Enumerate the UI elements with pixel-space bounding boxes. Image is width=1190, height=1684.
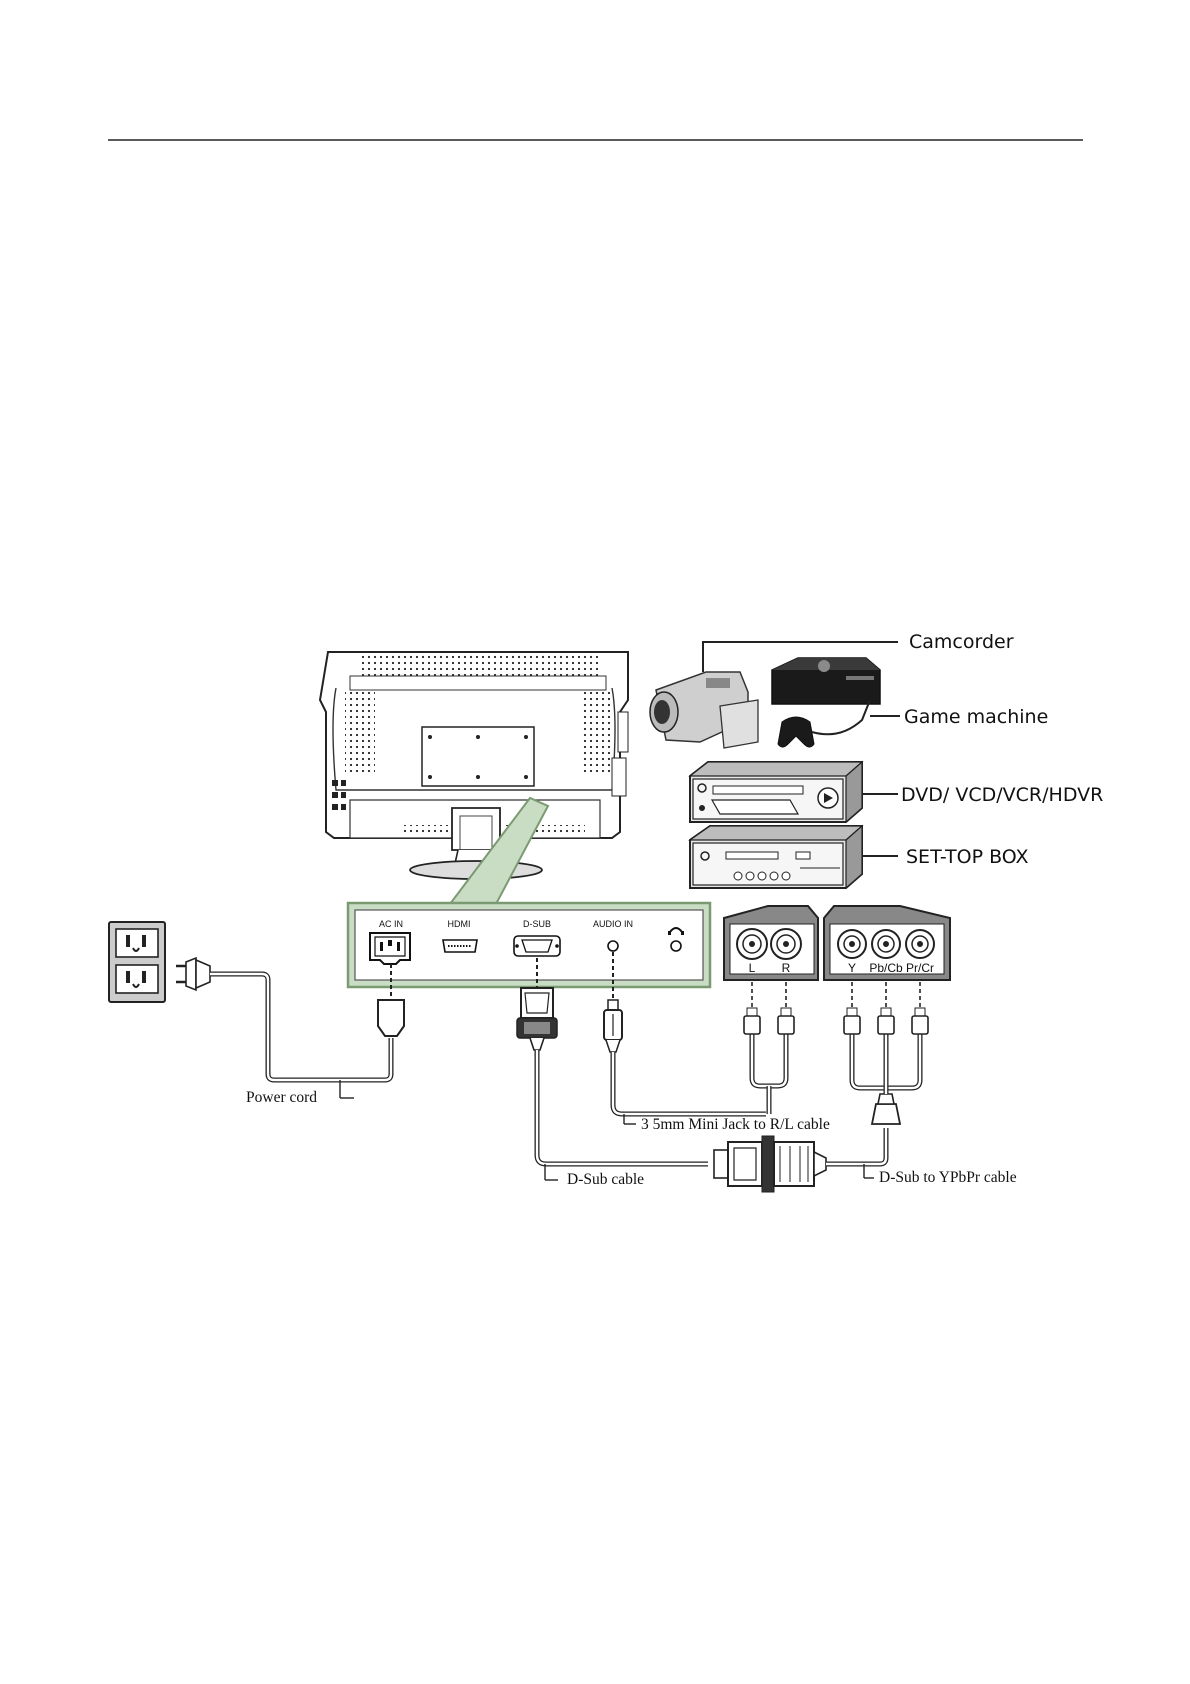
jack-label-y: Y <box>848 961 856 975</box>
jack-label-r: R <box>782 961 791 975</box>
device-label-game-machine: Game machine <box>904 706 1048 728</box>
dsub-port <box>514 936 560 956</box>
vga-junction-connector <box>714 1136 826 1192</box>
settop-box-icon <box>690 826 862 888</box>
game-machine-icon <box>772 658 880 747</box>
port-label-audio-in: AUDIO IN <box>593 919 633 929</box>
cable-label-dsub: D-Sub cable <box>567 1171 644 1188</box>
audio-in-jack <box>608 941 618 951</box>
port-panel: AC IN HDMI D-SUB AUDIO IN <box>348 903 710 987</box>
hdmi-port <box>443 940 477 952</box>
cable-label-minijack: 3 5mm Mini Jack to R/L cable <box>641 1116 830 1133</box>
ac-in-socket <box>370 933 410 964</box>
port-label-hdmi: HDMI <box>448 919 471 929</box>
port-label-dsub: D-SUB <box>523 919 551 929</box>
headphone-jack <box>671 941 681 951</box>
wall-outlet-icon <box>109 922 165 1002</box>
power-plug-icon <box>176 958 210 990</box>
cable-label-ypbpr: D-Sub to YPbPr cable <box>879 1169 1017 1186</box>
cable-label-power: Power cord <box>246 1089 317 1106</box>
camcorder-icon <box>650 654 758 748</box>
audio-jack-panel: L R <box>724 906 818 980</box>
jack-label-pb: Pb/Cb <box>869 961 903 975</box>
port-label-ac-in: AC IN <box>379 919 403 929</box>
jack-label-l: L <box>749 961 756 975</box>
component-jack-panel: Y Pb/Cb Pr/Cr <box>824 906 950 980</box>
monitor-back <box>320 652 628 879</box>
jack-label-pr: Pr/Cr <box>906 961 934 975</box>
device-label-dvd: DVD/ VCD/VCR/HDVR <box>901 784 1103 806</box>
dvd-player-icon <box>690 762 862 822</box>
ypbpr-cable <box>826 1032 920 1178</box>
device-label-settop: SET-TOP BOX <box>906 846 1029 868</box>
device-label-camcorder: Camcorder <box>909 631 1014 653</box>
